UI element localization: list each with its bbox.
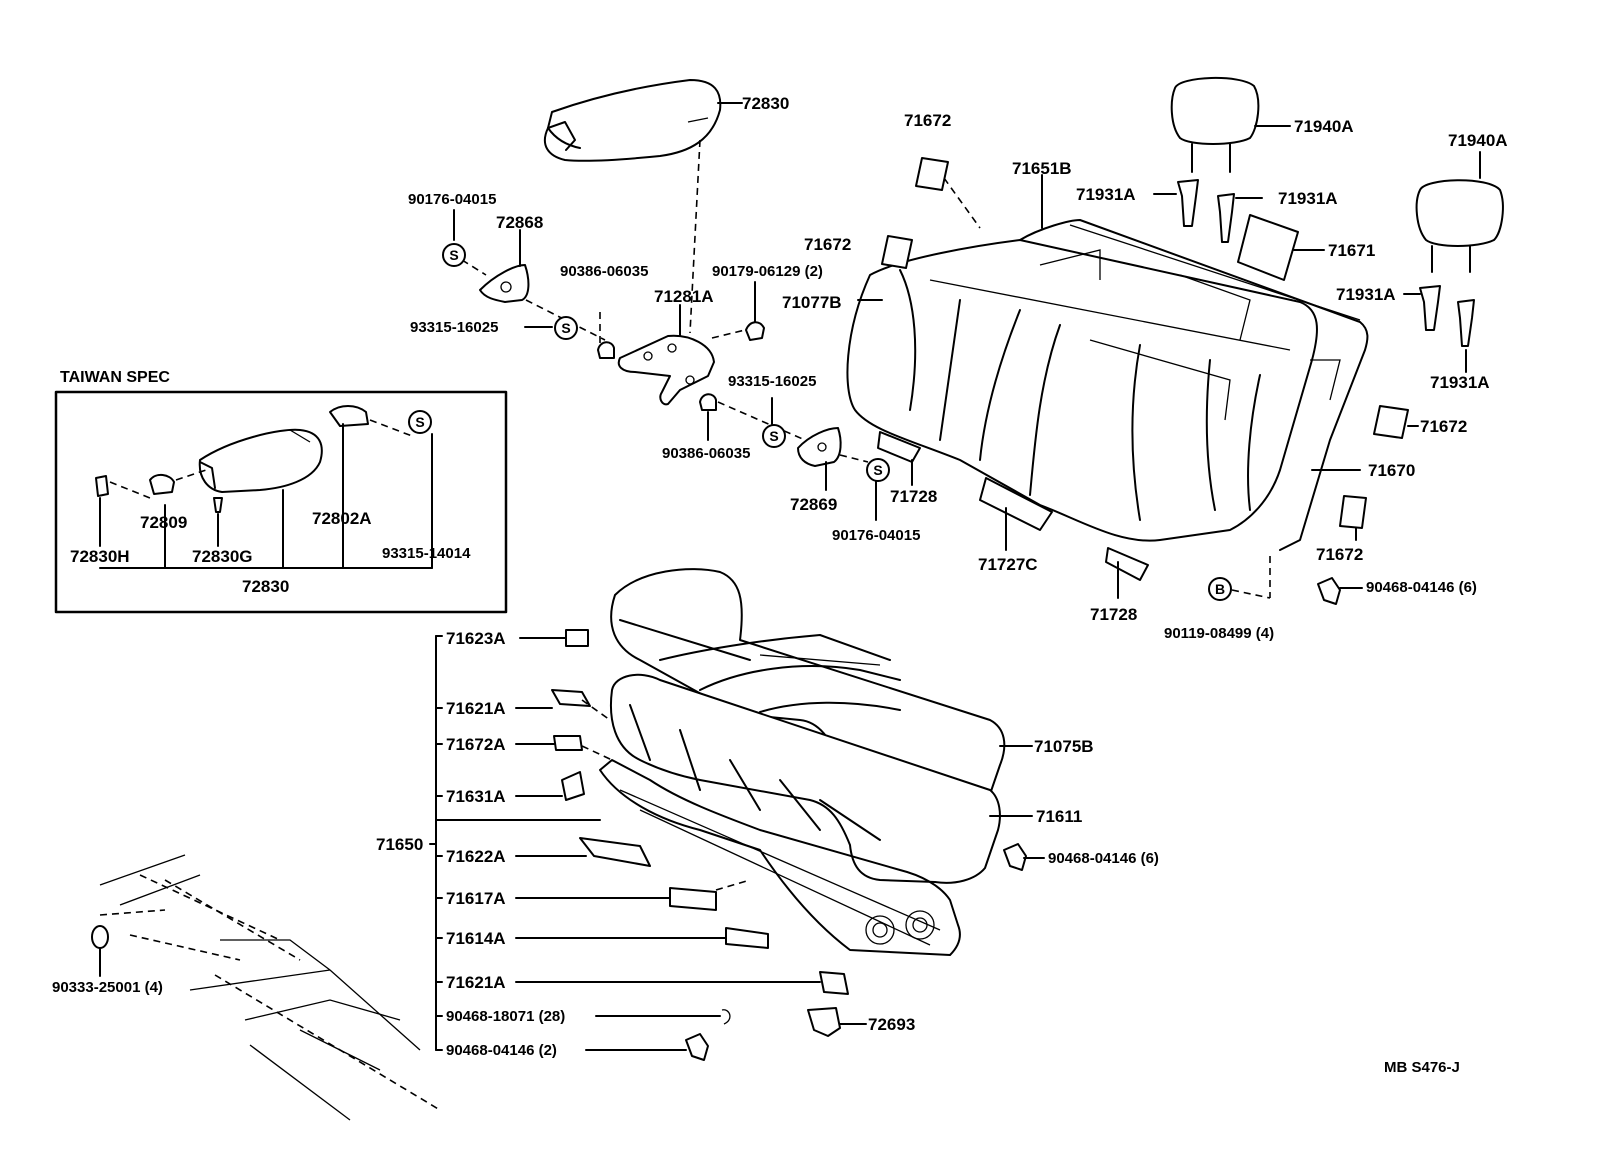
- headrest-center-drawing: [1170, 77, 1260, 173]
- label-floor-90333-25001: 90333-25001 (4): [52, 979, 163, 996]
- label-cushion-group-71650: 71650: [376, 835, 424, 854]
- bushing-90386-b: [699, 393, 717, 411]
- bushing-90386-a: [597, 341, 615, 359]
- taiwan-armrest-drawing: [95, 405, 369, 513]
- floor-panel-drawing: [99, 854, 441, 1121]
- headrest-right-drawing: [1415, 179, 1504, 273]
- label-taiwan-72830g: 72830G: [192, 547, 253, 566]
- label-cushion-71611: 71611: [1036, 807, 1083, 826]
- label-taiwan-93315-14014: 93315-14014: [382, 545, 471, 562]
- label-armrest-72868: 72868: [496, 213, 544, 232]
- b-marker: B: [1208, 577, 1232, 601]
- seat-back-frame-drawing: [1019, 219, 1369, 551]
- s-marker: S: [554, 316, 578, 340]
- label-armrest-72830: 72830: [742, 94, 790, 113]
- label-armrest-90386-06035-b: 90386-06035: [662, 445, 751, 462]
- label-cushion-71621a-b: 71621A: [446, 973, 506, 992]
- label-back-71077b: 71077B: [782, 293, 842, 312]
- label-back-90468-04146: 90468-04146 (6): [1366, 579, 1477, 596]
- label-armrest-90179-06129: 90179-06129 (2): [712, 263, 823, 280]
- label-armrest-93315-16025-b: 93315-16025: [728, 373, 817, 390]
- label-armrest-90176-04015-a: 90176-04015: [408, 191, 497, 208]
- label-back-71931a-a: 71931A: [1076, 185, 1136, 204]
- label-back-71940a-b: 71940A: [1448, 131, 1508, 150]
- diagram-code: MB S476-J: [1384, 1059, 1460, 1076]
- label-taiwan-72809: 72809: [140, 513, 188, 532]
- label-cushion-71075b: 71075B: [1034, 737, 1094, 756]
- hinge-bracket-72869-drawing: [797, 427, 842, 467]
- label-back-90119-08499: 90119-08499 (4): [1164, 625, 1275, 642]
- label-back-71672-d: 71672: [1316, 545, 1364, 564]
- seat-cushion-pad-drawing: [609, 673, 1001, 884]
- label-back-71931a-b: 71931A: [1278, 189, 1338, 208]
- label-cushion-71617a: 71617A: [446, 889, 506, 908]
- floor-plug: [91, 925, 109, 949]
- bushing-90179: [745, 321, 765, 341]
- pad-71672-d: [1339, 495, 1367, 529]
- label-back-71728-a: 71728: [890, 487, 938, 506]
- label-back-71931a-c: 71931A: [1336, 285, 1396, 304]
- pad-71672-c: [1373, 405, 1409, 439]
- label-cushion-90468-18071: 90468-18071 (28): [446, 1008, 566, 1025]
- s-marker: S: [408, 410, 432, 434]
- label-armrest-72869: 72869: [790, 495, 838, 514]
- label-back-71931a-d: 71931A: [1430, 373, 1490, 392]
- taiwan-spec-title: TAIWAN SPEC: [60, 369, 170, 386]
- label-armrest-90386-06035-a: 90386-06035: [560, 263, 649, 280]
- label-cushion-71672a: 71672A: [446, 735, 506, 754]
- pad-71672-b: [881, 235, 913, 269]
- label-taiwan-72830: 72830: [242, 577, 290, 596]
- label-armrest-93315-16025-a: 93315-16025: [410, 319, 499, 336]
- label-armrest-90176-04015-b: 90176-04015: [832, 527, 921, 544]
- label-back-71727c: 71727C: [978, 555, 1038, 574]
- pad-71672-a: [915, 157, 949, 191]
- label-taiwan-72830h: 72830H: [70, 547, 130, 566]
- pad-71671: [1237, 214, 1299, 281]
- label-cushion-71623a: 71623A: [446, 629, 506, 648]
- label-taiwan-72802a: 72802A: [312, 509, 372, 528]
- label-cushion-90468-04146-b: 90468-04146 (6): [1048, 850, 1159, 867]
- label-back-71728-b: 71728: [1090, 605, 1138, 624]
- label-back-71672-a: 71672: [904, 111, 952, 130]
- label-back-71651b: 71651B: [1012, 159, 1072, 178]
- label-back-71672-c: 71672: [1420, 417, 1468, 436]
- hinge-bracket-72868-drawing: [479, 264, 530, 303]
- label-back-71940a-a: 71940A: [1294, 117, 1354, 136]
- s-marker: S: [866, 458, 890, 482]
- seat-frame-drawing: [599, 759, 961, 956]
- hinge-bracket-71281a-drawing: [617, 334, 715, 406]
- label-cushion-71631a: 71631A: [446, 787, 506, 806]
- s-marker: S: [442, 243, 466, 267]
- label-cushion-72693: 72693: [868, 1015, 916, 1034]
- label-cushion-71614a: 71614A: [446, 929, 506, 948]
- label-cushion-71622a: 71622A: [446, 847, 506, 866]
- armrest-cover-drawing: [543, 79, 722, 162]
- label-armrest-71281a: 71281A: [654, 287, 714, 306]
- label-back-71670: 71670: [1368, 461, 1416, 480]
- label-back-71672-b: 71672: [804, 235, 852, 254]
- label-back-71671: 71671: [1328, 241, 1376, 260]
- label-cushion-90468-04146-a: 90468-04146 (2): [446, 1042, 557, 1059]
- label-cushion-71621a-a: 71621A: [446, 699, 506, 718]
- s-marker: S: [762, 424, 786, 448]
